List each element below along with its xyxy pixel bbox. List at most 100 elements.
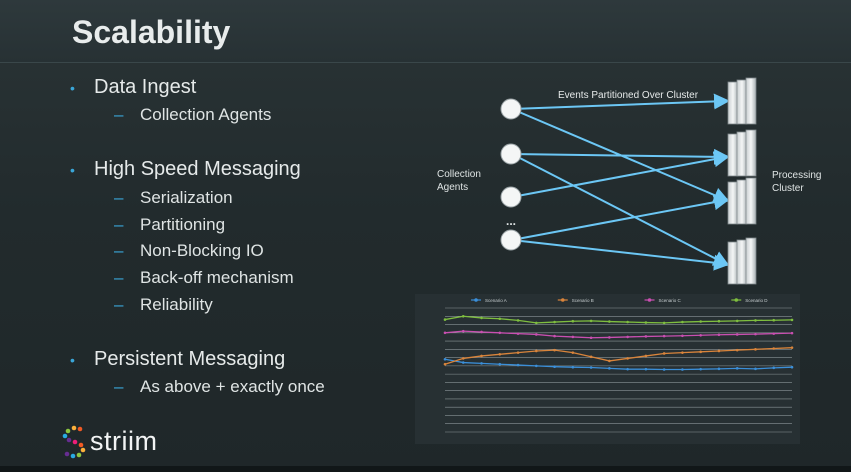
- agent-nodes: [500, 98, 522, 251]
- brand-name: striim: [90, 426, 158, 456]
- legend-entry: Scenario D: [731, 298, 768, 303]
- data-point: [553, 365, 556, 368]
- data-point: [608, 367, 611, 370]
- data-point: [608, 336, 611, 339]
- data-point: [717, 349, 721, 353]
- svg-text:Scenario A: Scenario A: [485, 298, 507, 303]
- title-bar: Scalability: [0, 0, 851, 63]
- data-point: [644, 354, 648, 358]
- server-stack-icon: [727, 237, 757, 285]
- data-point: [681, 368, 684, 371]
- data-point: [772, 366, 776, 370]
- data-point: [662, 352, 666, 355]
- data-point: [516, 319, 520, 322]
- agent-node: [500, 98, 522, 120]
- svg-text:Scenario C: Scenario C: [659, 298, 682, 303]
- arrow: [511, 239, 730, 271]
- data-point: [461, 357, 465, 360]
- data-point: [790, 318, 794, 322]
- partition-diagram: Events Partitioned Over Cluster Collecti…: [437, 77, 821, 285]
- bullet-dot-icon: •: [70, 352, 75, 368]
- data-point: [644, 335, 648, 338]
- data-point: [662, 321, 666, 325]
- data-point: [772, 347, 776, 350]
- arrow: [511, 194, 730, 241]
- dash-icon: –: [114, 268, 124, 287]
- data-point: [516, 351, 520, 354]
- diagram-ellipsis: ...: [506, 214, 516, 228]
- data-point: [644, 367, 648, 371]
- data-point: [699, 367, 702, 371]
- arrow: [511, 151, 730, 198]
- data-point: [498, 362, 502, 366]
- arrow: [511, 148, 730, 165]
- data-point: [754, 348, 757, 351]
- data-point: [754, 332, 757, 336]
- data-point: [535, 364, 538, 368]
- series-line: [444, 315, 793, 324]
- data-point: [535, 349, 538, 353]
- data-point: [717, 333, 721, 337]
- data-point: [735, 348, 739, 352]
- data-point: [571, 319, 575, 323]
- data-point: [480, 316, 483, 320]
- data-point: [553, 334, 556, 338]
- data-point: [662, 334, 666, 338]
- data-point: [571, 365, 575, 369]
- data-point: [443, 331, 447, 335]
- data-point: [571, 351, 575, 354]
- data-point: [735, 319, 739, 323]
- data-point: [608, 359, 611, 363]
- agent-node: [500, 229, 522, 251]
- legend-entry: Scenario C: [644, 298, 682, 303]
- data-point: [681, 320, 684, 324]
- dash-icon: –: [114, 241, 124, 260]
- data-point: [681, 351, 684, 354]
- data-point: [790, 365, 794, 369]
- dash-icon: –: [114, 215, 124, 234]
- data-point: [516, 332, 520, 335]
- partition-arrows: [511, 93, 730, 271]
- dash-icon: –: [114, 105, 124, 124]
- data-point: [443, 357, 447, 361]
- data-point: [480, 354, 483, 358]
- striim-s-icon: [62, 425, 86, 459]
- bullet-dot-icon: •: [70, 162, 75, 178]
- series-line: [444, 347, 793, 365]
- data-point: [717, 319, 721, 323]
- data-point: [790, 331, 794, 335]
- arrow: [511, 93, 730, 110]
- series-line: [444, 358, 793, 371]
- data-point: [608, 320, 611, 323]
- agent-node: [500, 143, 522, 165]
- data-point: [626, 320, 629, 324]
- data-point: [644, 321, 648, 324]
- data-point: [498, 352, 502, 356]
- diagram-right-label-2: Cluster: [772, 183, 804, 194]
- diagram-top-label: Events Partitioned Over Cluster: [558, 90, 699, 101]
- data-point: [553, 320, 556, 324]
- svg-text:Scenario D: Scenario D: [745, 298, 768, 303]
- data-point: [516, 363, 520, 367]
- data-point: [772, 318, 776, 322]
- data-point: [754, 367, 757, 371]
- bottom-bar: [0, 466, 851, 472]
- diagram-right-label-1: Processing: [772, 170, 821, 181]
- data-point: [717, 367, 721, 371]
- data-point: [535, 333, 538, 336]
- dash-icon: –: [114, 295, 124, 314]
- data-point: [699, 320, 702, 323]
- data-point: [589, 366, 593, 369]
- agent-node: [500, 186, 522, 208]
- diagram-left-label-2: Agents: [437, 182, 468, 193]
- data-point: [443, 362, 447, 366]
- data-point: [498, 331, 502, 335]
- striim-logo: striim: [60, 424, 200, 460]
- server-stack-icon: [727, 77, 757, 125]
- data-point: [553, 348, 556, 352]
- server-stack-icon: [727, 129, 757, 177]
- diagram-left-label-1: Collection: [437, 169, 481, 180]
- data-point: [461, 329, 465, 333]
